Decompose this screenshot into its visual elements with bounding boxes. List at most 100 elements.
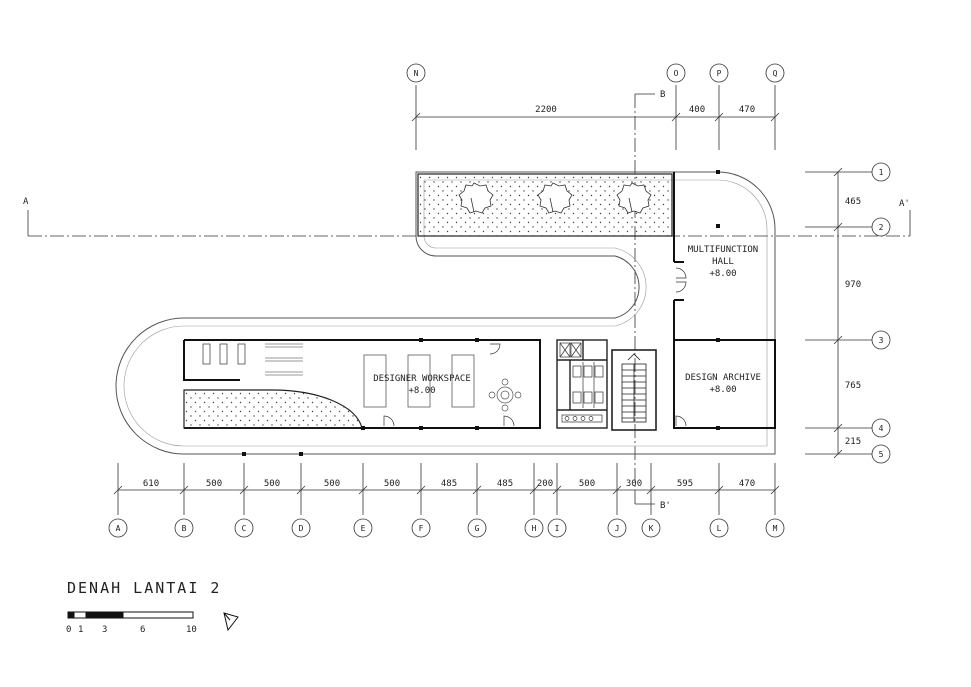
bottom-dim-label: 500 [384,479,400,489]
design-archive-walls [673,339,776,429]
grid-label-c: C [242,524,247,533]
top-dimension-line [411,85,780,150]
section-a-markers [27,210,911,236]
grid-bubble-j [607,518,627,538]
right-grid-bubbles [871,162,891,464]
column [716,224,720,228]
top-dim-label: 2200 [535,105,557,115]
grid-label-k: K [649,524,654,533]
bottom-dim-label: 485 [441,479,457,489]
workspace-tables [363,354,475,408]
grid-bubble-d [291,518,311,538]
building-outline [115,171,776,455]
stair-arrow-icon [627,353,641,361]
grid-bubble-q [765,63,785,83]
tree-icon [458,182,494,214]
section-label-b: B [660,90,665,100]
elevator-icon [559,342,582,358]
grid-bubble-h [524,518,544,538]
toilet-stalls [561,362,604,423]
right-dim-label: 765 [845,381,861,391]
round-table-icon [488,378,522,412]
grid-label-l: L [717,524,722,533]
bottom-dimension-line [113,463,780,515]
scale-tick-label: 1 [78,625,83,635]
grid-bubble-n [406,63,426,83]
grid-label-a: A [116,524,121,533]
bottom-dim-label: 300 [626,479,642,489]
north-arrow-icon [223,612,239,632]
grid-label-4: 4 [879,424,884,433]
grid-label-2: 2 [879,223,884,232]
grid-bubble-o [666,63,686,83]
multifunction-hall-name-2: HALL [712,257,734,267]
grid-bubble-e [353,518,373,538]
grid-label-b: B [182,524,187,533]
planter-curved [183,389,363,429]
designer-workspace-name: DESIGNER WORKSPACE [373,374,471,384]
multifunction-hall-name: MULTIFUNCTION [688,245,758,255]
stair [611,349,657,431]
grid-bubble-p [709,63,729,83]
design-archive-name: DESIGN ARCHIVE [685,373,761,383]
grid-bubble-1 [871,162,891,182]
designer-workspace-level: +8.00 [408,386,435,396]
right-dimension-line [805,167,872,459]
columns [242,338,479,456]
bottom-dim-label: 610 [143,479,159,489]
grid-label-h: H [532,524,537,533]
column [716,338,720,342]
grid-label-1: 1 [879,168,884,177]
top-dim-label: 470 [739,105,755,115]
grid-label-e: E [361,524,366,533]
bottom-dim-label: 500 [264,479,280,489]
grid-label-f: F [419,524,424,533]
multifunction-hall-walls [673,172,775,341]
top-grid-bubbles [406,63,785,83]
grid-bubble-c [234,518,254,538]
bottom-dim-label: 500 [579,479,595,489]
grid-bubble-f [411,518,431,538]
bottom-dim-label: 485 [497,479,513,489]
section-label-a: A [23,197,29,207]
grid-label-5: 5 [879,450,884,459]
grid-label-o: O [674,69,679,78]
bottom-dim-label: 200 [537,479,553,489]
grid-bubble-3 [871,330,891,350]
grid-label-d: D [299,524,304,533]
multifunction-hall-level: +8.00 [709,269,736,279]
grid-bubble-5 [871,444,891,464]
right-dim-label: 215 [845,437,861,447]
grid-label-g: G [475,524,480,533]
column [716,426,720,430]
grid-label-p: P [717,69,722,78]
grid-bubble-g [467,518,487,538]
bottom-dim-label: 500 [324,479,340,489]
grid-bubble-b [174,518,194,538]
right-dim-label: 465 [845,197,861,207]
column [716,170,720,174]
grid-label-j: J [615,524,620,533]
scale-tick-label: 3 [102,625,107,635]
bottom-dim-label: 470 [739,479,755,489]
grid-label-3: 3 [879,336,884,345]
tree-icon [537,182,573,214]
grid-label-n: N [414,69,419,78]
bottom-dim-label: 595 [677,479,693,489]
scale-tick-label: 10 [186,625,197,635]
service-core [556,339,608,429]
grid-bubble-a [108,518,128,538]
grid-bubble-i [547,518,567,538]
grid-bubble-4 [871,418,891,438]
bottom-grid-bubbles [108,518,785,538]
drawing-title: DENAH LANTAI 2 [67,579,221,597]
grid-bubble-l [709,518,729,538]
shelving-icon [265,343,303,376]
design-archive-level: +8.00 [709,385,736,395]
grid-label-q: Q [773,69,778,78]
scale-tick-label: 0 [66,625,71,635]
door-icon [675,415,687,427]
desk-row [202,343,246,365]
scale-tick-label: 6 [140,625,145,635]
